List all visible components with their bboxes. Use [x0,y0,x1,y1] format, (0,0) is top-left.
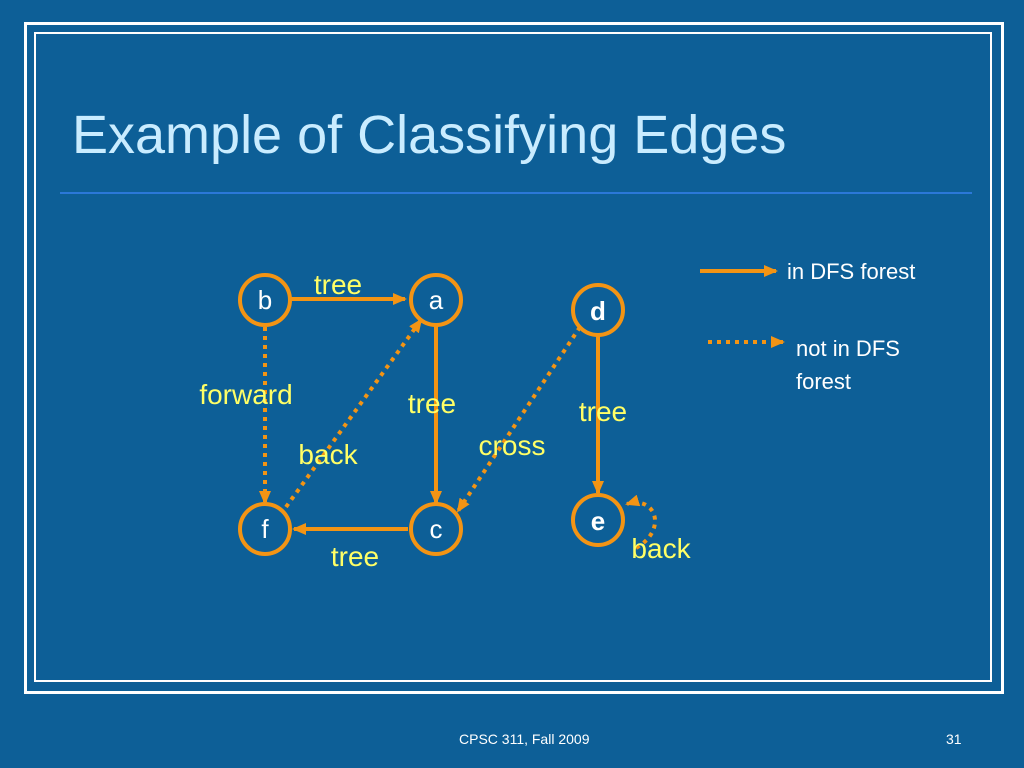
node-label-f: f [261,514,269,544]
slide-outer-frame [24,22,1004,694]
edge-label-b-f: forward [199,379,292,410]
node-label-b: b [258,285,272,315]
node-d: d [571,283,625,337]
legend-dotted-label-line1: not in DFS [796,336,900,361]
legend-dotted-label-line2: forest [796,369,851,394]
legend: in DFS forest not in DFS forest [700,259,915,394]
node-label-a: a [429,285,444,315]
node-label-e: e [591,506,605,536]
slide-title: Example of Classifying Edges [72,105,787,165]
edge-label-e-e: back [631,533,691,564]
edge-label-d-c: cross [479,430,546,461]
edge-label-a-c: tree [408,388,456,419]
slide-inner-frame [34,32,992,682]
node-label-d: d [590,296,606,326]
edge-e-e-back [625,494,657,550]
node-b: b [238,273,292,327]
node-e: e [571,493,625,547]
edge-label-f-a: back [298,439,358,470]
footer-course: CPSC 311, Fall 2009 [459,731,590,747]
edge-d-c-cross [456,325,582,513]
edge-label-b-a: tree [314,269,362,300]
node-f: f [238,502,292,556]
title-divider [60,192,972,194]
node-c: c [409,502,463,556]
slide-number: 31 [946,731,962,747]
legend-solid-label: in DFS forest [787,259,915,284]
node-a: a [409,273,463,327]
node-label-c: c [430,514,443,544]
edge-label-d-e: tree [579,396,627,427]
edge-f-a-back [284,318,423,509]
edge-label-c-f: tree [331,541,379,572]
